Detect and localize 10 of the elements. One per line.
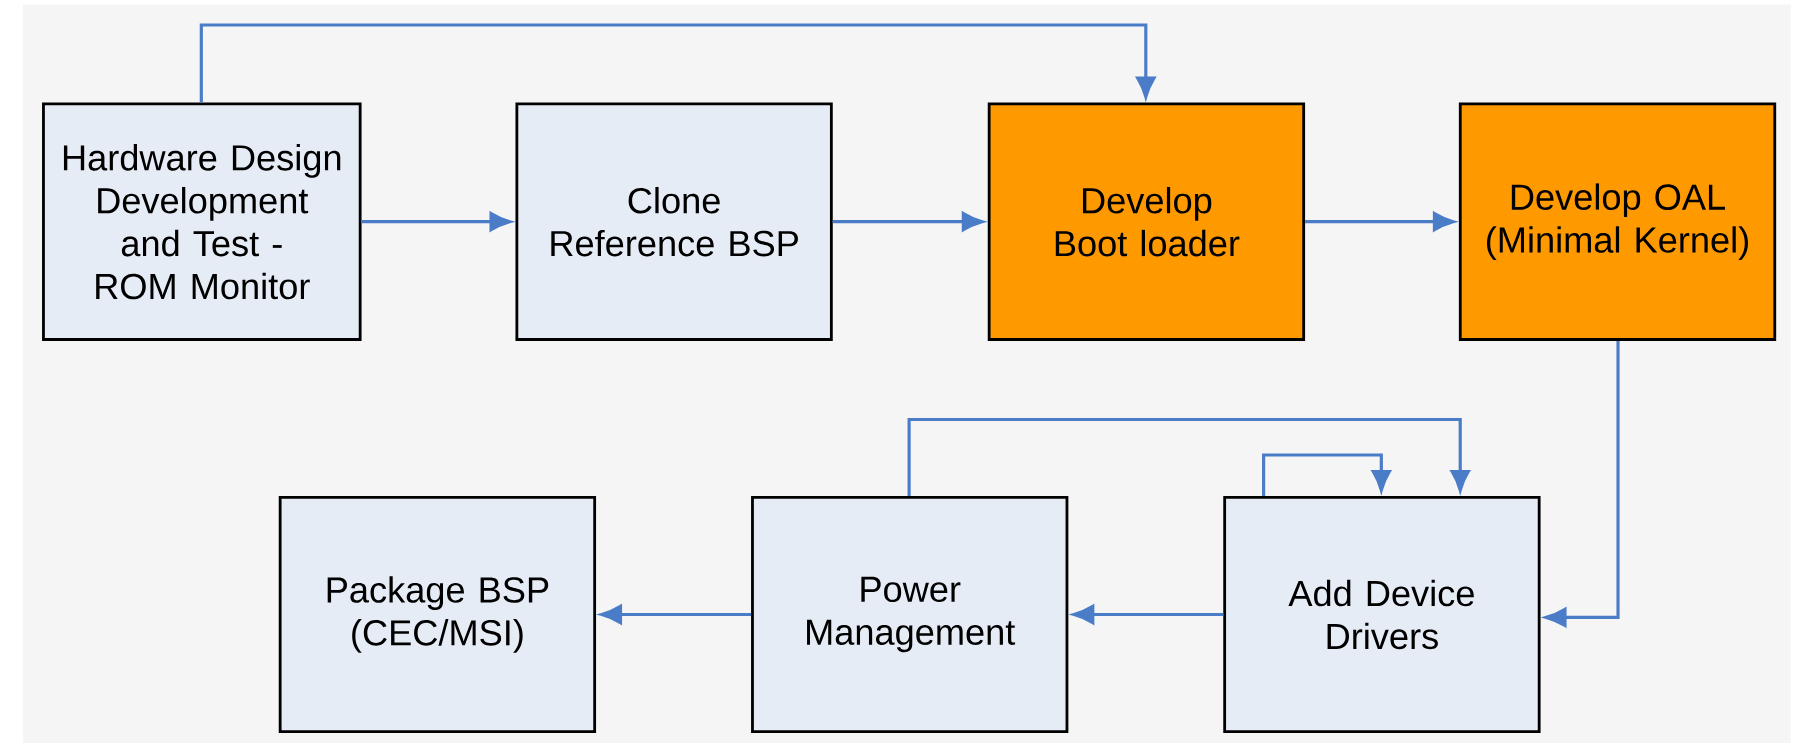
arrow [907, 417, 1470, 496]
process-box: Clone Reference BSP [515, 102, 833, 341]
arrow [199, 23, 1156, 103]
process-box: Develop OAL (Minimal Kernel) [1458, 102, 1777, 341]
process-box: Develop Boot loader [987, 102, 1306, 341]
process-box: Hardware Design Development and Test - ROM Monitor [42, 102, 362, 341]
process-box: Add Device Drivers [1223, 495, 1541, 734]
process-box: Package BSP (CEC/MSI) [278, 495, 597, 734]
process-box: Power Management [751, 495, 1069, 734]
arrow [1262, 453, 1391, 496]
